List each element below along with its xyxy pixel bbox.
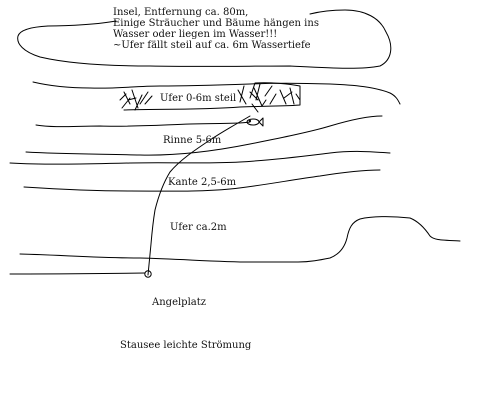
fish-icon [246, 117, 264, 127]
island-note-line: Insel, Entfernung ca. 80m, [113, 7, 249, 18]
island-note-line: Wasser oder liegen im Wasser!!! [113, 29, 278, 40]
island-outline [17, 9, 392, 69]
anglers-shoreline [9, 272, 146, 275]
island-shoreline [32, 81, 401, 105]
fishing-spot-marker [144, 270, 152, 278]
bushes [119, 83, 301, 113]
edge-contour [23, 169, 381, 192]
zone-label-shore-steep: Ufer 0-6m steil [158, 93, 239, 105]
zone-label-channel: Rinne 5-6m [163, 135, 222, 146]
caption: Stausee leichte Strömung [120, 340, 252, 351]
steep-shore-line [123, 82, 301, 111]
zone-label-edge: Kante 2,5-6m [168, 177, 237, 188]
channel-lower-contour [9, 150, 391, 165]
casting-line [147, 115, 251, 276]
island-note-line: Einige Sträucher und Bäume hängen ins [113, 18, 319, 29]
fishing-spot-label: Angelplatz [152, 297, 207, 308]
island-note: Insel, Entfernung ca. 80m, Einige Sträuc… [113, 7, 319, 51]
island-note-line: ~Ufer fällt steil auf ca. 6m Wassertiefe [113, 40, 311, 51]
channel-upper-contour [25, 115, 383, 156]
bank-contour [19, 216, 461, 263]
zone-label-shore-shallow: Ufer ca.2m [170, 222, 227, 233]
drop-off-contour [35, 121, 251, 128]
